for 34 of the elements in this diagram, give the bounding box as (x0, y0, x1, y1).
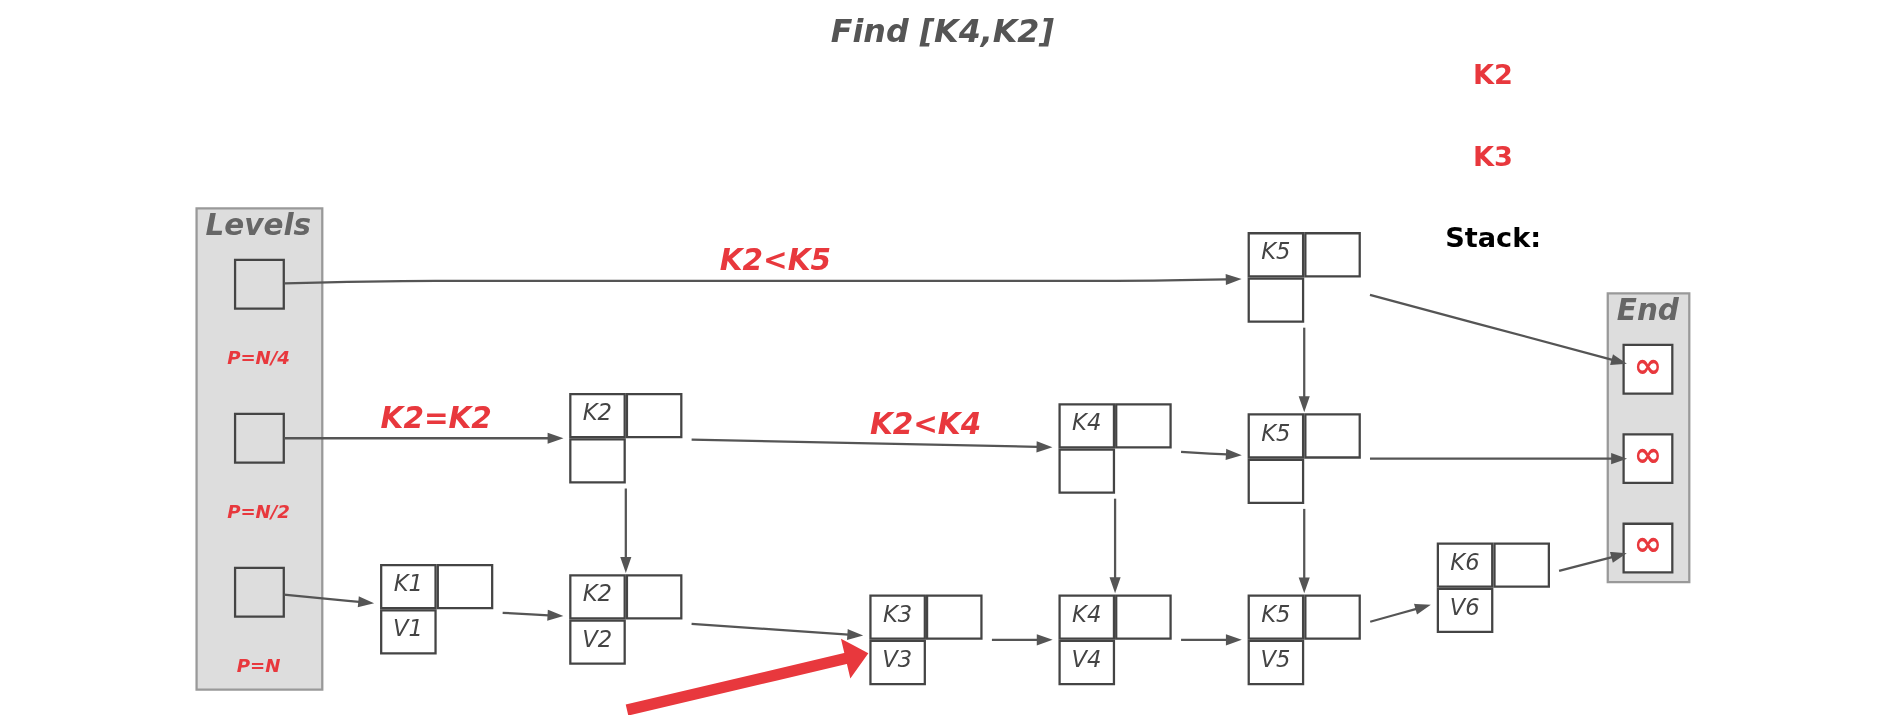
arrow (283, 592, 375, 607)
node-label: P=N/4 (227, 346, 290, 368)
node-box: ∞ (1622, 343, 1674, 395)
node-box (233, 412, 285, 464)
label: K3 (1472, 140, 1513, 172)
edge-label: K2=K2 (380, 400, 492, 435)
diagram-title: Find [K4,K2] (830, 12, 1054, 49)
node-box: ∞ (1622, 522, 1674, 574)
arrow (1558, 551, 1627, 572)
arrow (1109, 498, 1121, 593)
arrow (991, 633, 1053, 645)
arrow (1369, 293, 1627, 365)
arrow (620, 488, 632, 573)
arrow (691, 622, 864, 640)
label: Stack: (1445, 221, 1542, 253)
node-box (233, 566, 285, 618)
arrow (1298, 508, 1310, 593)
arrow (1369, 603, 1431, 623)
arrow (283, 432, 564, 444)
edge-label: K2<K5 (719, 242, 832, 277)
label: K2 (1472, 58, 1513, 90)
arrow (1181, 633, 1242, 645)
node-box (233, 258, 285, 310)
node-label: P=N/2 (227, 500, 290, 522)
edge-label: K2<K4 (869, 405, 982, 440)
arrow (1370, 452, 1628, 464)
arrow (625, 638, 869, 715)
node-label: P=N (236, 654, 281, 676)
node-box: ∞ (1622, 432, 1674, 484)
arrow (1181, 448, 1242, 460)
arrow (691, 437, 1053, 452)
arrow (502, 609, 564, 621)
arrow (1298, 327, 1310, 412)
arrow (284, 273, 1242, 285)
